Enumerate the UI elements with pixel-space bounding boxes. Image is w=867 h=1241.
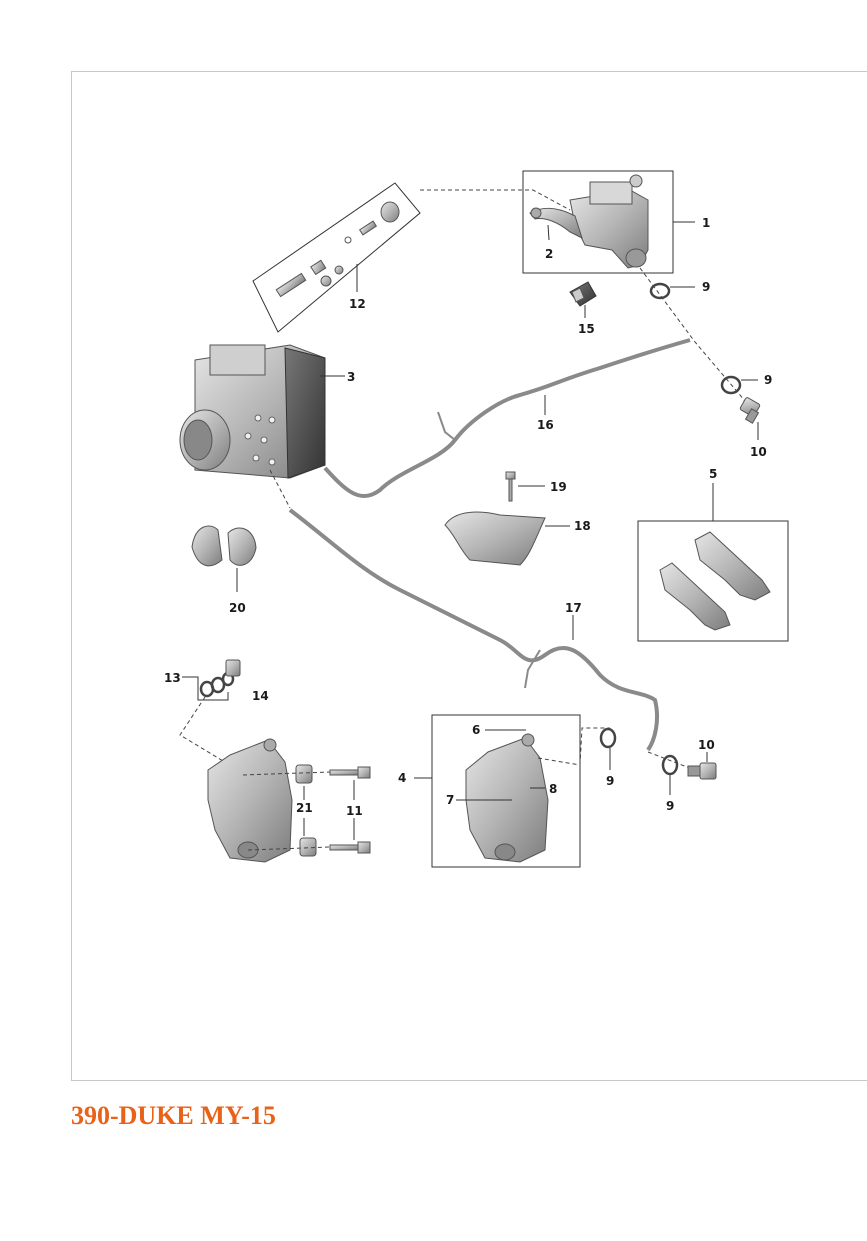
label-3: 3 bbox=[347, 370, 355, 384]
part-12-kit bbox=[252, 182, 421, 333]
label-11: 11 bbox=[346, 804, 363, 818]
label-10-b: 10 bbox=[698, 738, 715, 752]
label-9-c: 9 bbox=[606, 774, 614, 788]
o-ring bbox=[649, 282, 671, 300]
label-4: 4 bbox=[398, 771, 406, 785]
label-8: 8 bbox=[549, 782, 557, 796]
banjo-bolt bbox=[739, 397, 761, 424]
bushings-21 bbox=[295, 764, 317, 857]
label-16: 16 bbox=[537, 418, 554, 432]
o-ring bbox=[599, 727, 617, 749]
label-6: 6 bbox=[472, 723, 480, 737]
label-17: 17 bbox=[565, 601, 582, 615]
label-7: 7 bbox=[446, 793, 454, 807]
caliper-left bbox=[207, 738, 293, 863]
caliper-right bbox=[465, 733, 549, 863]
o-ring bbox=[720, 375, 742, 395]
label-19: 19 bbox=[550, 480, 567, 494]
washers-13-14 bbox=[199, 659, 241, 698]
label-15: 15 bbox=[578, 322, 595, 336]
brake-pads bbox=[659, 531, 771, 631]
label-18: 18 bbox=[574, 519, 591, 533]
label-14: 14 bbox=[252, 689, 269, 703]
part-15-bracket bbox=[569, 281, 597, 307]
label-20: 20 bbox=[229, 601, 246, 615]
clamp-18 bbox=[444, 511, 546, 566]
label-9-b: 9 bbox=[764, 373, 772, 387]
part-labels: 1 2 3 4 5 6 7 8 9 9 9 9 10 10 11 12 13 1… bbox=[164, 216, 772, 818]
o-ring bbox=[661, 754, 679, 776]
label-9-a: 9 bbox=[702, 280, 710, 294]
abs-unit bbox=[179, 344, 326, 479]
label-10-a: 10 bbox=[750, 445, 767, 459]
diagram-frame bbox=[71, 71, 867, 1081]
part-5-box bbox=[637, 520, 789, 642]
label-2: 2 bbox=[545, 247, 553, 261]
label-13: 13 bbox=[164, 671, 181, 685]
bolt-19 bbox=[505, 471, 516, 502]
label-21: 21 bbox=[296, 801, 313, 815]
label-12: 12 bbox=[349, 297, 366, 311]
label-1: 1 bbox=[702, 216, 710, 230]
banjo-bolt bbox=[687, 762, 717, 780]
master-cylinder bbox=[529, 174, 649, 269]
label-5: 5 bbox=[709, 467, 717, 481]
brake-hose-16 bbox=[323, 338, 691, 498]
model-caption: 390-DUKE MY-15 bbox=[71, 1101, 276, 1130]
label-9-d: 9 bbox=[666, 799, 674, 813]
grommet-20 bbox=[191, 525, 257, 567]
part-4-box bbox=[431, 714, 581, 868]
